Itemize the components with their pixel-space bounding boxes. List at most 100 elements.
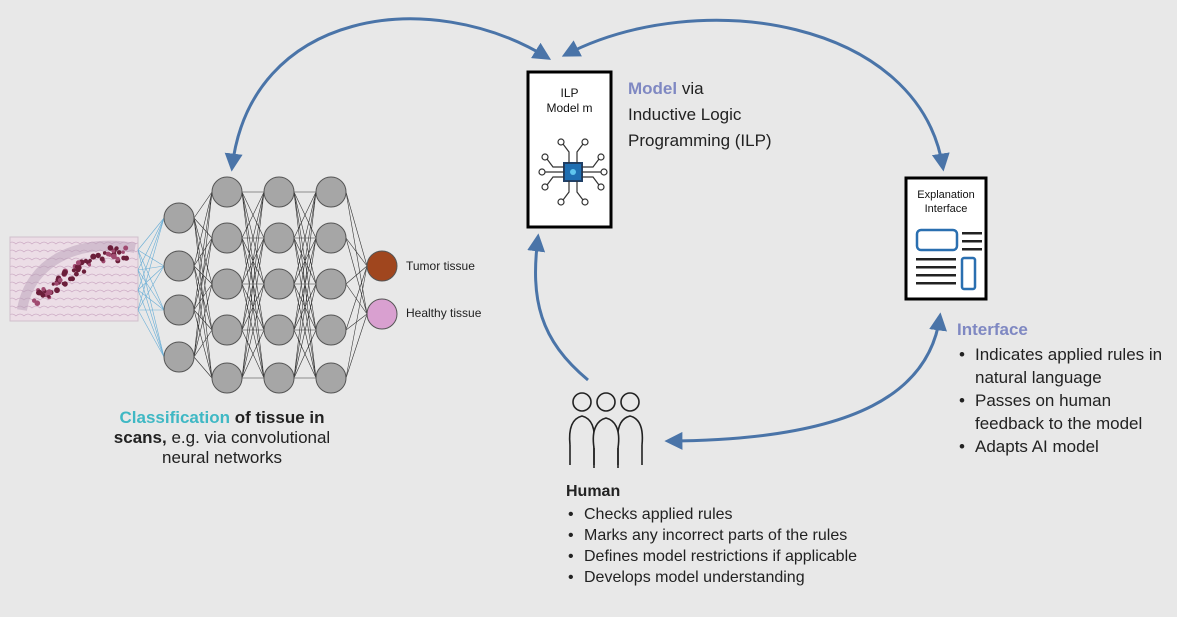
network-edge xyxy=(137,265,165,311)
network-node xyxy=(163,341,195,373)
network-edge xyxy=(345,191,368,267)
tissue-cell xyxy=(105,251,111,257)
circuit-chip-icon xyxy=(538,138,608,206)
network-edge xyxy=(345,265,368,331)
network-edge xyxy=(193,265,213,379)
network-edge xyxy=(241,191,265,239)
network-edge xyxy=(193,329,213,358)
network-connections xyxy=(137,191,368,379)
classification-rest: of tissue in xyxy=(230,408,325,427)
tissue-cell xyxy=(38,290,44,296)
interface-title: Interface xyxy=(957,320,1028,339)
network-edge xyxy=(345,283,368,315)
network-node xyxy=(163,202,195,234)
tissue-cell xyxy=(46,289,53,296)
network-edge xyxy=(345,313,368,379)
ilp-model-box[interactable] xyxy=(526,70,613,229)
model-description: Model via Inductive Logic Programming (I… xyxy=(628,76,772,154)
interface-line: Interface xyxy=(924,203,968,215)
network-edge xyxy=(137,217,165,291)
network-node xyxy=(163,250,195,282)
interface-bullet-3: Adapts AI model xyxy=(957,435,1172,458)
tissue-cell xyxy=(54,287,60,294)
network-edge xyxy=(293,191,317,331)
network-edge xyxy=(137,249,165,267)
model-via: via xyxy=(677,79,704,98)
human-bullet-3: Defines model restrictions if applicable xyxy=(566,546,926,567)
network-edge xyxy=(241,191,265,379)
network-edge xyxy=(137,265,165,271)
tissue-cell xyxy=(81,269,87,274)
tissue-cell xyxy=(121,250,125,254)
tissue-cell xyxy=(107,245,114,251)
network-node xyxy=(211,176,243,208)
model-line2: Inductive Logic xyxy=(628,105,742,124)
interface-description: Interface Indicates applied rules in nat… xyxy=(957,318,1172,458)
network-node xyxy=(263,362,295,394)
arrow-human-interface xyxy=(664,312,947,450)
arrow-model-to-network xyxy=(224,17,552,172)
human-title: Human xyxy=(566,483,621,500)
tissue-cell xyxy=(111,253,117,260)
network-node xyxy=(315,362,347,394)
network-edge xyxy=(193,191,213,358)
human-bullet-4: Develops model understanding xyxy=(566,567,926,588)
network-edge xyxy=(345,237,368,315)
network-edge xyxy=(137,309,165,358)
network-edge xyxy=(293,191,317,239)
network-edge xyxy=(193,237,213,358)
tissue-cell xyxy=(90,253,97,260)
network-edge xyxy=(241,191,265,285)
output-label-healthy: Healthy tissue xyxy=(406,306,482,320)
tissue-cell xyxy=(70,276,75,282)
network-edge xyxy=(293,237,317,379)
network-edge xyxy=(137,249,165,311)
network-edge xyxy=(293,283,317,379)
people-group-icon xyxy=(568,392,644,468)
network-edge xyxy=(345,191,368,315)
tissue-cell xyxy=(121,255,127,261)
tissue-cell xyxy=(83,258,88,264)
network-node xyxy=(315,314,347,346)
explanation-interface-label: Explanation Interface xyxy=(906,188,986,216)
model-m-line: Model m xyxy=(546,101,593,115)
output-label-tumor: Tumor tissue xyxy=(406,259,475,273)
ilp-line: ILP xyxy=(560,86,579,100)
network-edge xyxy=(241,237,265,379)
ilp-model-label: ILP Model m xyxy=(528,86,611,116)
classification-scans: scans, xyxy=(113,428,167,447)
tissue-cell xyxy=(75,260,81,266)
network-edge xyxy=(137,217,165,251)
tissue-cell xyxy=(41,287,46,292)
tissue-scan-image xyxy=(9,236,139,322)
network-edge xyxy=(193,356,213,379)
network-edge xyxy=(193,283,213,358)
network-edge xyxy=(241,329,265,379)
network-node xyxy=(163,294,195,326)
network-edge xyxy=(241,283,265,379)
human-description: Human Checks applied rules Marks any inc… xyxy=(566,481,926,588)
tissue-cell xyxy=(102,251,107,255)
tissue-cell xyxy=(115,256,120,262)
tissue-cell xyxy=(116,250,122,255)
tissue-cell xyxy=(51,282,55,286)
tissue-cell xyxy=(62,281,68,287)
document-icon[interactable] xyxy=(904,176,988,301)
human-bullet-2: Marks any incorrect parts of the rules xyxy=(566,525,926,546)
arrow-model-to-interface xyxy=(561,18,950,172)
network-edge xyxy=(137,217,165,311)
tissue-cell xyxy=(34,300,41,307)
classification-highlight: Classification xyxy=(119,408,231,427)
tissue-cell xyxy=(123,245,129,251)
tissue-cell xyxy=(47,294,51,298)
network-edge xyxy=(241,191,265,331)
network-node xyxy=(211,268,243,300)
tissue-cell xyxy=(99,256,105,262)
network-edge xyxy=(193,191,213,219)
network-edge xyxy=(345,265,368,285)
tissue-cell xyxy=(61,271,67,277)
network-edge xyxy=(137,289,165,311)
network-edge xyxy=(293,191,317,285)
network-node xyxy=(263,176,295,208)
